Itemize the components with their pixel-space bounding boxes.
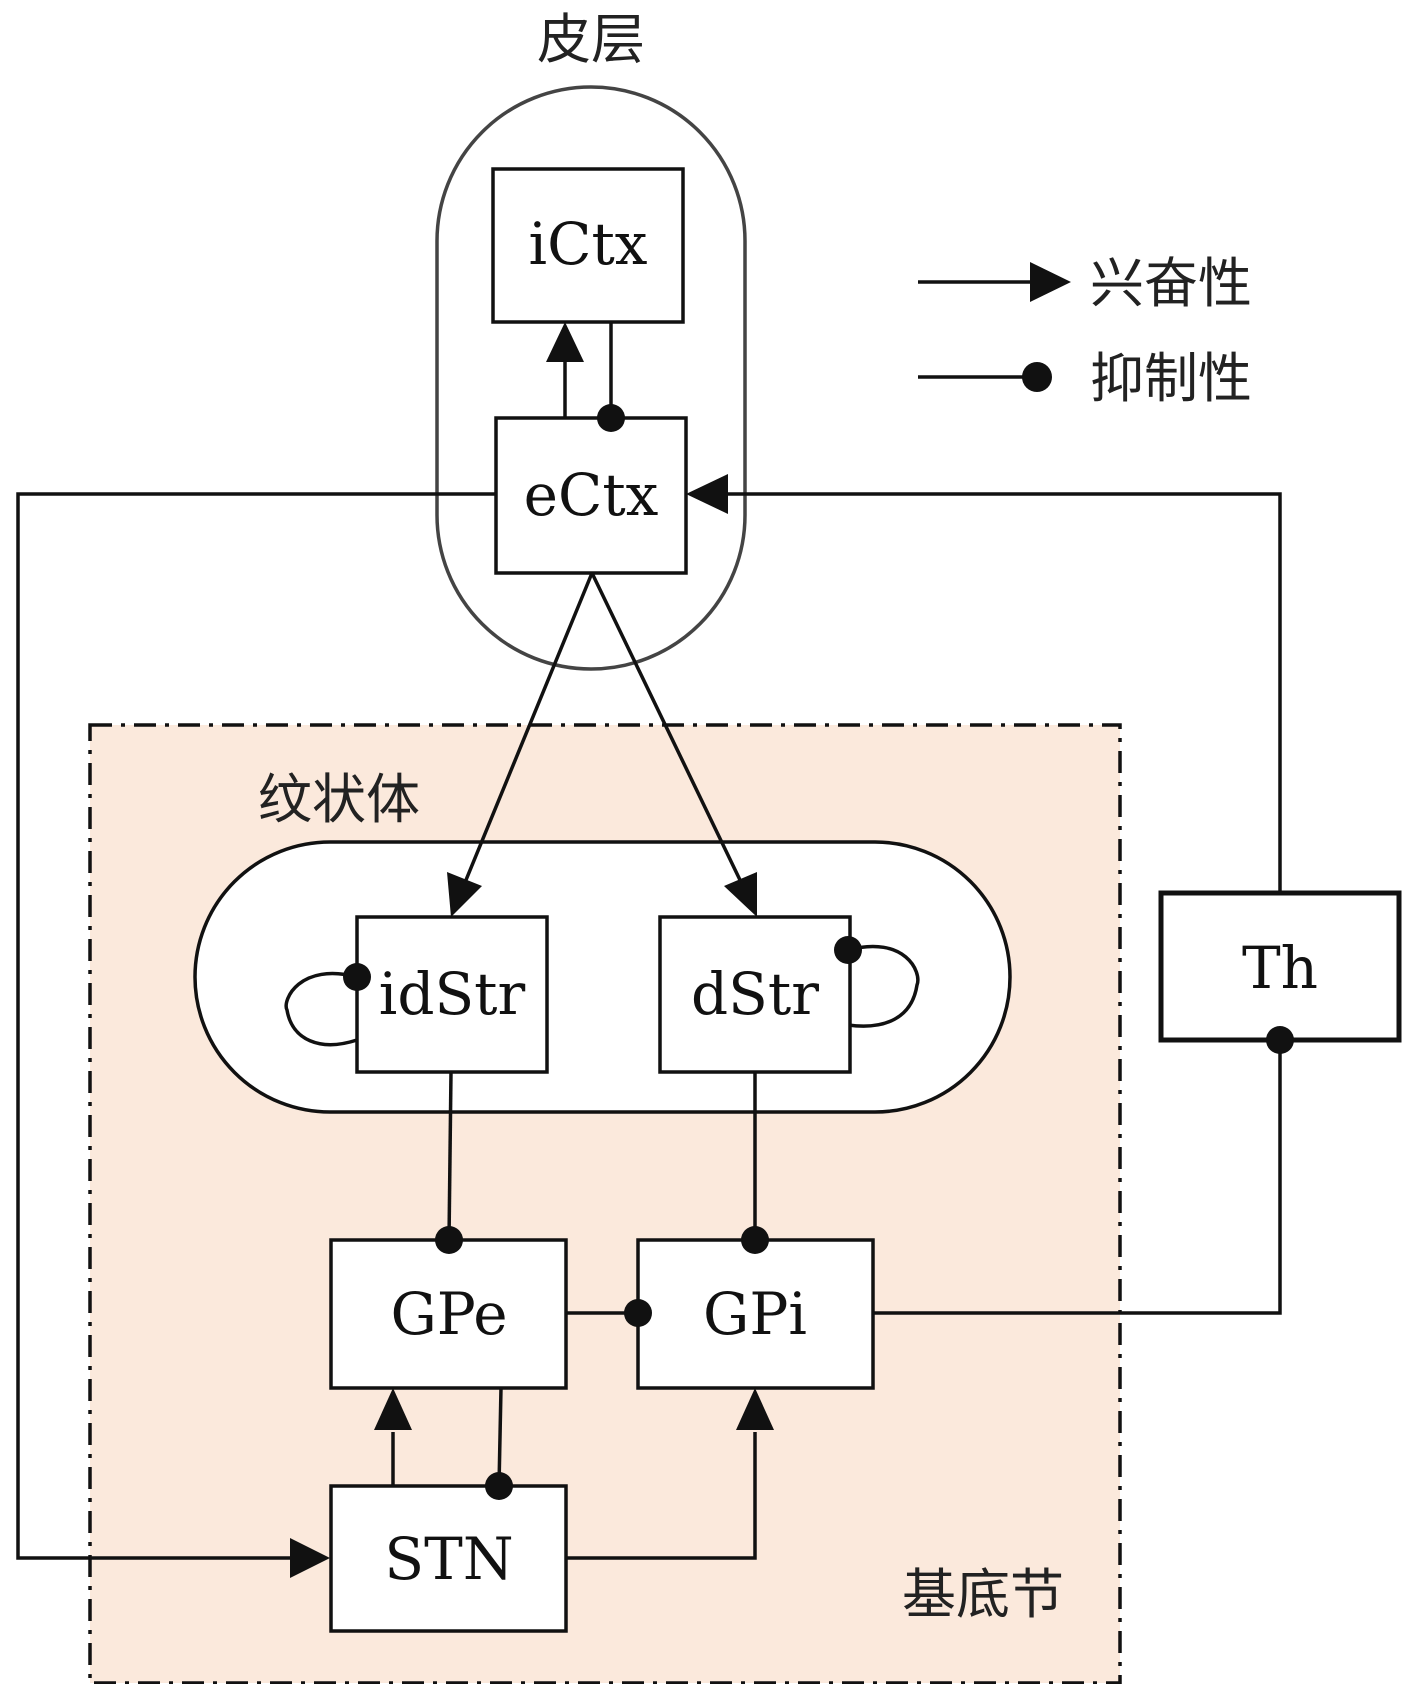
dot-dstr-loop: [834, 936, 862, 964]
ectx-to-stn-line: [16, 492, 496, 1560]
arrowhead-ectx-from-th: [686, 474, 728, 514]
gpe-label: GPe: [390, 1280, 507, 1348]
striatum-capsule: [193, 840, 1012, 1114]
node-labels: iCtx eCtx idStr dStr GPe GPi STN Th: [379, 210, 1318, 1593]
cortex-group-label: 皮层: [537, 8, 645, 71]
stn-to-gpi-line: [566, 1432, 757, 1560]
arrowhead-stn: [290, 1538, 330, 1578]
dstr-label: dStr: [691, 960, 819, 1028]
arrowhead-ictx: [546, 322, 584, 362]
th-label: Th: [1242, 934, 1318, 1002]
gpe-to-stn-line: [497, 1387, 503, 1487]
dot-gpi-top: [741, 1226, 769, 1254]
nodes: [329, 167, 1402, 1633]
arrowheads: [290, 322, 774, 1578]
gpi-to-th-line: [873, 1040, 1282, 1315]
legend-inhibitory-dot: [1022, 362, 1052, 392]
connections: [16, 322, 1282, 1560]
gpe-box: [329, 1238, 568, 1390]
legend: 兴奋性 抑制性: [918, 252, 1252, 410]
gpi-box: [636, 1238, 875, 1390]
legend-excitatory-arrowhead: [1030, 262, 1071, 302]
th-box: [1158, 890, 1402, 1043]
idstr-to-gpe-line: [447, 1071, 453, 1241]
idstr-self-loop: [284, 971, 358, 1047]
dot-ectx: [597, 404, 625, 432]
dot-idstr-loop: [343, 963, 371, 991]
legend-inhibitory-label: 抑制性: [1090, 347, 1252, 410]
arrowhead-gpi: [736, 1388, 774, 1430]
inhibitory-dots: [343, 404, 1294, 1500]
group-labels: 皮层 纹状体 基底节: [258, 8, 1064, 1626]
arrowhead-idstr: [447, 872, 482, 917]
basal-ganglia-group-label: 基底节: [902, 1563, 1064, 1626]
ictx-box: [491, 167, 685, 324]
ectx-box: [494, 416, 688, 575]
dstr-box: [658, 915, 852, 1074]
cortex-capsule: [435, 85, 747, 671]
dot-stn: [485, 1472, 513, 1500]
stn-box: [329, 1484, 568, 1633]
legend-excitatory-label: 兴奋性: [1090, 252, 1252, 315]
striatum-group-label: 纹状体: [258, 768, 420, 831]
dot-th: [1266, 1026, 1294, 1054]
stn-label: STN: [384, 1525, 513, 1593]
dstr-self-loop: [847, 944, 920, 1028]
ectx-label: eCtx: [524, 461, 659, 529]
gpi-label: GPi: [703, 1280, 807, 1348]
dot-gpi-left: [624, 1299, 652, 1327]
ictx-label: iCtx: [529, 210, 648, 278]
ectx-to-dstr-line: [590, 572, 742, 881]
idstr-box: [355, 915, 549, 1074]
dot-gpe: [435, 1226, 463, 1254]
idstr-label: idStr: [379, 960, 526, 1028]
ectx-to-idstr-line: [464, 572, 594, 881]
th-to-ectx-line: [728, 492, 1282, 893]
arrowhead-gpe: [374, 1388, 412, 1430]
arrowhead-dstr: [724, 872, 757, 917]
